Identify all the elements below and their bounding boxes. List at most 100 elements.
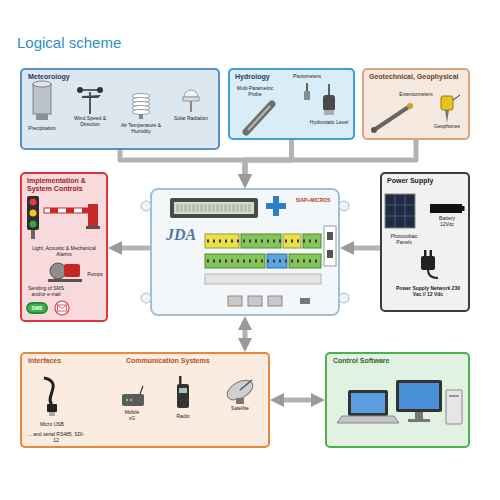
item-caption: Sending of SMS and/or e-mail: [24, 286, 68, 298]
lcd-display: [176, 204, 252, 212]
satellite-dish-icon: [240, 380, 252, 390]
traffic-light-icon: [31, 230, 35, 239]
pv-panel-icon: [385, 205, 415, 206]
wind-vane-icon: [97, 87, 103, 93]
communication-panel: InterfacesCommunication SystemsMicro USB…: [20, 352, 270, 448]
pv-panel-icon: [385, 194, 415, 228]
panel-heading: Interfaces: [28, 357, 88, 365]
temperature-shield-icon: [132, 98, 150, 103]
usb-cable-icon: [49, 412, 55, 416]
mounting-ears: [141, 201, 349, 303]
wind-vane-icon: [82, 95, 101, 98]
rain-gauge-icon: [33, 81, 51, 120]
laptop-icon: [337, 416, 399, 423]
plus-logo: [266, 196, 286, 216]
terminal-strips: [207, 260, 320, 263]
radio-icon: [179, 388, 187, 393]
extensometer-icon: [407, 103, 413, 109]
terminal-strips: [205, 254, 265, 268]
plug-icon: [430, 250, 433, 256]
terminal-strips: [205, 234, 239, 248]
item-caption: Battery 12Vdc: [434, 216, 460, 228]
probe-icon: [246, 104, 272, 132]
piezometer-icon: [304, 91, 310, 100]
mounting-ears: [141, 293, 151, 303]
geophone-icon: [445, 110, 449, 123]
plug-icon: [421, 250, 438, 278]
bottom-connectors: [300, 298, 310, 304]
lcd-display: [170, 198, 258, 218]
sensor-panel: HydrologyPiezometersMulti-Parametric Pro…: [228, 68, 355, 140]
wind-vane-icon: [80, 89, 100, 91]
rain-gauge-icon: [33, 81, 51, 87]
monitor-icon: [399, 383, 439, 409]
pump-icon: [50, 263, 66, 279]
plus-logo: [273, 196, 279, 216]
radio-icon: [177, 384, 189, 408]
laptop-icon: [348, 390, 388, 416]
monitor-icon: [408, 419, 430, 422]
item-caption: Multi-Parametric Probe: [233, 86, 277, 98]
side-module: [327, 250, 333, 258]
side-module: [327, 232, 333, 240]
sms-badge: SMS: [26, 302, 48, 314]
email-icon: [58, 305, 67, 311]
traffic-light-icon: [30, 210, 37, 217]
item-caption: Communication Systems: [126, 357, 256, 365]
barrier-icon: [44, 208, 90, 213]
terminal-strips: [241, 234, 281, 248]
side-module: [324, 226, 336, 266]
terminal-strips: [207, 240, 320, 243]
datalogger-device: JDASIAP+MICROS: [150, 188, 340, 316]
satellite-dish-icon: [224, 376, 256, 404]
pyranometer-icon: [183, 97, 199, 101]
terminal-strips: [205, 234, 321, 284]
bottom-connectors: [228, 296, 310, 306]
pump-icon: [48, 263, 82, 282]
email-icon: [58, 305, 67, 309]
geophone-icon: [441, 95, 460, 123]
connector-arrow: [278, 398, 317, 403]
item-caption: SIAP+MICROS: [290, 198, 336, 204]
plus-logo: [266, 203, 286, 209]
bottom-connectors: [268, 296, 282, 306]
item-caption: Extensometers: [390, 92, 442, 98]
pv-panel-icon: [385, 216, 415, 217]
barrier-icon: [86, 226, 100, 229]
satellite-dish-icon: [224, 376, 256, 404]
item-caption: Solar Radiation: [168, 116, 214, 122]
radio-icon: [179, 376, 182, 384]
pv-panel-icon: [385, 194, 415, 228]
usb-cable-icon: [44, 378, 53, 404]
temperature-shield-icon: [132, 110, 150, 115]
monitor-icon: [396, 380, 442, 412]
traffic-light-icon: [30, 199, 37, 206]
mounting-ears: [339, 201, 349, 211]
geophone-icon: [441, 96, 453, 110]
side-module: [324, 226, 336, 266]
item-caption: ... and serial RS485, SDI-12: [26, 432, 86, 444]
item-caption: Wind Speed & Direction: [68, 116, 112, 128]
extensometer-icon: [371, 127, 377, 133]
panel-heading: Control Software: [333, 357, 443, 365]
satellite-dish-icon: [236, 398, 244, 404]
sensor-panel: Geotechnical, GeophysicalExtensometersGe…: [362, 68, 470, 140]
item-caption: Mobile xG: [122, 410, 142, 422]
item-caption: Hydrostatic Level: [308, 120, 350, 126]
traffic-light-icon: [27, 196, 39, 239]
connector-arrow: [348, 246, 380, 251]
barrier-icon: [82, 208, 90, 213]
mounting-ears: [339, 293, 349, 303]
pump-icon: [48, 279, 82, 282]
panel-heading: Meteorology: [28, 73, 138, 81]
connector-arrow: [116, 246, 150, 251]
control-panel: Implementation & System ControlsLight, A…: [20, 172, 108, 322]
connector-arrow: [120, 150, 245, 180]
piezometer-icon: [306, 83, 308, 91]
panel-heading: Geotechnical, Geophysical: [369, 73, 465, 81]
terminal-strips: [289, 254, 321, 268]
lcd-display: [170, 198, 258, 218]
extensometer-icon: [374, 106, 410, 130]
pv-panel-icon: [405, 194, 406, 228]
